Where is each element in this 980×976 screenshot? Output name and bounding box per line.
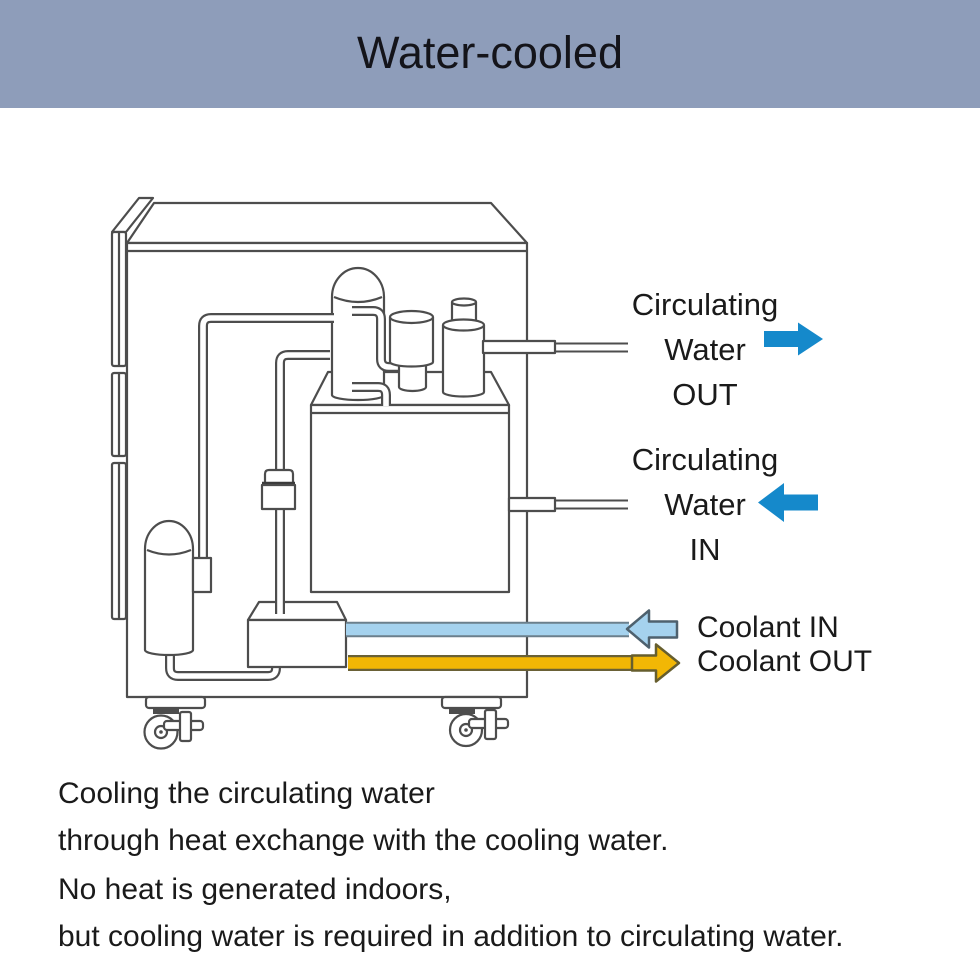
caption-line: No heat is generated indoors, bbox=[58, 873, 452, 906]
label-circulating-water-out: Circulating Water OUT bbox=[595, 282, 815, 417]
label-line: Water bbox=[664, 332, 746, 367]
label-line: Circulating bbox=[631, 442, 779, 477]
caster-left bbox=[143, 695, 207, 750]
label-line: Circulating bbox=[631, 287, 779, 322]
accumulator bbox=[143, 519, 213, 657]
coolant-out-arrow-icon bbox=[630, 643, 681, 683]
compressor bbox=[330, 266, 386, 402]
title-bar: Water-cooled bbox=[0, 0, 980, 108]
coolant-in-arrow-icon bbox=[625, 609, 679, 649]
circulating-in-arrow-icon bbox=[758, 483, 818, 522]
page-title: Water-cooled bbox=[357, 27, 623, 78]
label-circulating-water-in: Circulating Water IN bbox=[595, 437, 815, 572]
circulating-water-in-pipe bbox=[507, 496, 628, 513]
suction-cylinder bbox=[388, 309, 435, 393]
caption-line: but cooling water is required in additio… bbox=[58, 920, 844, 953]
label-coolant-out: Coolant OUT bbox=[697, 645, 873, 678]
pump bbox=[246, 600, 348, 669]
caption-line: Cooling the circulating water bbox=[58, 777, 435, 810]
circulating-out-arrow-icon bbox=[764, 322, 823, 356]
pipe-suction-elbow bbox=[352, 306, 400, 372]
label-coolant-in: Coolant IN bbox=[697, 611, 839, 644]
label-line: Water bbox=[664, 487, 746, 522]
circulating-water-out-pipe bbox=[481, 339, 628, 355]
description-paragraph-2: No heat is generated indoors, but coolin… bbox=[58, 866, 843, 960]
caster-right bbox=[440, 695, 510, 748]
outlet-cylinder bbox=[441, 297, 486, 398]
caption-line: through heat exchange with the cooling w… bbox=[58, 824, 669, 857]
description-paragraph-1: Cooling the circulating water through he… bbox=[58, 770, 668, 864]
heat-exchanger-tank bbox=[309, 370, 511, 594]
pipe-accumulator-bottom bbox=[165, 642, 281, 681]
pipe-to-pump bbox=[275, 350, 330, 614]
label-line: OUT bbox=[672, 377, 738, 412]
pipe-discharge bbox=[352, 382, 391, 406]
label-line: IN bbox=[689, 532, 721, 567]
pipe-loop bbox=[198, 313, 334, 561]
filter-drier bbox=[260, 468, 297, 511]
